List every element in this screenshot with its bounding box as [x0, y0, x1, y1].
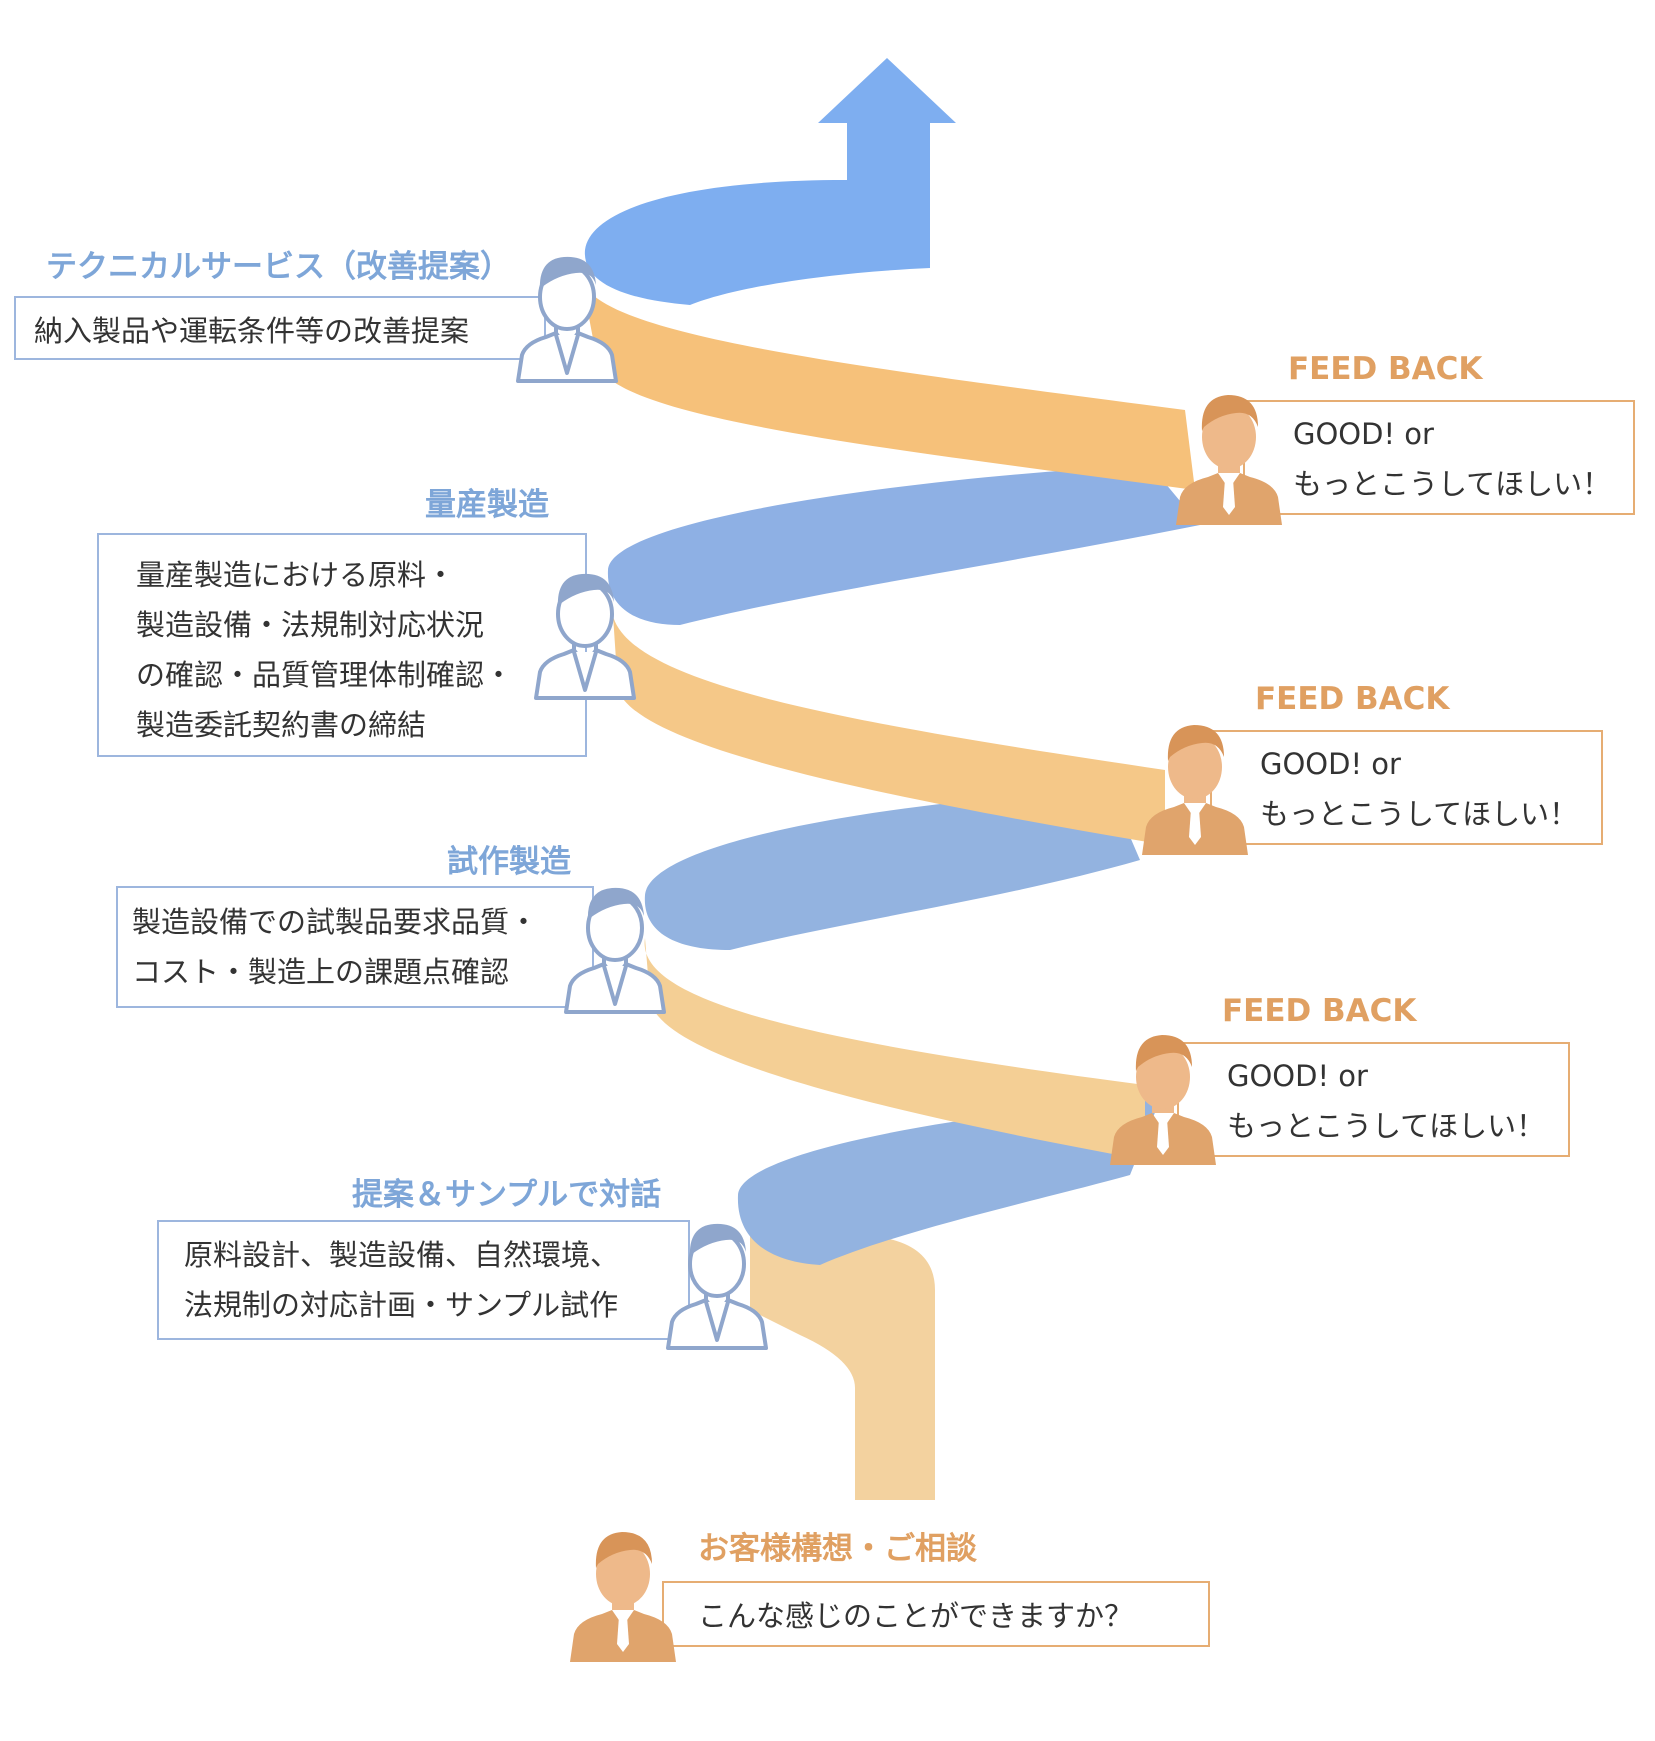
ribbon-orange-band-4 [579, 270, 1195, 490]
feedback-box-1: GOOD! or もっとこうしてほしい！ [1243, 400, 1635, 515]
customer-box: こんな感じのことができますか？ [662, 1581, 1210, 1647]
businessman-outline-icon [534, 573, 636, 700]
step-title-mass-production: 量産製造 [425, 487, 549, 523]
step-title-trial-production: 試作製造 [447, 844, 571, 880]
feedback-text: GOOD! or [1260, 747, 1401, 781]
feedback-text: GOOD! or [1227, 1059, 1368, 1093]
feedback-box-3: GOOD! or もっとこうしてほしい！ [1177, 1042, 1570, 1157]
step-text: 量産製造における原料・ [136, 558, 456, 592]
step-title-technical-service: テクニカルサービス（改善提案） [46, 249, 511, 285]
feedback-box-2: GOOD! or もっとこうしてほしい！ [1210, 730, 1603, 845]
ribbon-top-blue [584, 180, 930, 305]
feedback-text: GOOD! or [1293, 417, 1434, 451]
step-text: 原料設計、製造設備、自然環境、 [184, 1238, 620, 1272]
customer-person-icon [1176, 395, 1282, 525]
step-title-proposal-sample: 提案＆サンプルで対話 [352, 1177, 662, 1213]
ribbon-orange-band-3 [611, 600, 1165, 845]
ribbon-start-orange [750, 1235, 935, 1500]
step-box-proposal-sample: 原料設計、製造設備、自然環境、 法規制の対応計画・サンプル試作 [157, 1220, 690, 1340]
feedback-title-1: FEED BACK [1288, 351, 1483, 387]
customer-person-icon [1142, 725, 1248, 855]
step-text: 製造設備での試製品要求品質・ [132, 905, 539, 939]
feedback-title-2: FEED BACK [1255, 681, 1450, 717]
feedback-title-3: FEED BACK [1222, 993, 1417, 1029]
ribbon-orange-band-2 [644, 938, 1145, 1160]
step-box-trial-production: 製造設備での試製品要求品質・ コスト・製造上の課題点確認 [116, 886, 594, 1008]
customer-person-icon [1110, 1035, 1216, 1165]
step-box-technical-service: 納入製品や運転条件等の改善提案 [14, 296, 546, 360]
ribbon-blue-band-2 [644, 790, 1140, 950]
step-box-mass-production: 量産製造における原料・ 製造設備・法規制対応状況 の確認・品質管理体制確認・ 製… [97, 533, 587, 757]
step-text: 製造設備・法規制対応状況 [136, 608, 485, 642]
step-text: 法規制の対応計画・サンプル試作 [184, 1288, 619, 1322]
customer-person-icon [570, 1532, 676, 1662]
step-text: 製造委託契約書の締結 [136, 708, 427, 742]
step-text: 納入製品や運転条件等の改善提案 [34, 314, 470, 348]
feedback-text: もっとこうしてほしい！ [1260, 797, 1579, 831]
ribbon-blue-band-3 [607, 465, 1200, 625]
step-text: コスト・製造上の課題点確認 [132, 955, 510, 989]
businessman-outline-icon [666, 1223, 768, 1350]
feedback-text: もっとこうしてほしい！ [1227, 1109, 1546, 1143]
customer-title: お客様構想・ご相談 [698, 1531, 977, 1567]
businessman-outline-icon [516, 256, 618, 383]
customer-text: こんな感じのことができますか？ [698, 1599, 1134, 1633]
step-text: の確認・品質管理体制確認・ [136, 658, 514, 692]
businessman-outline-icon [564, 887, 666, 1014]
up-arrow [818, 58, 956, 268]
feedback-text: もっとこうしてほしい！ [1293, 467, 1612, 501]
